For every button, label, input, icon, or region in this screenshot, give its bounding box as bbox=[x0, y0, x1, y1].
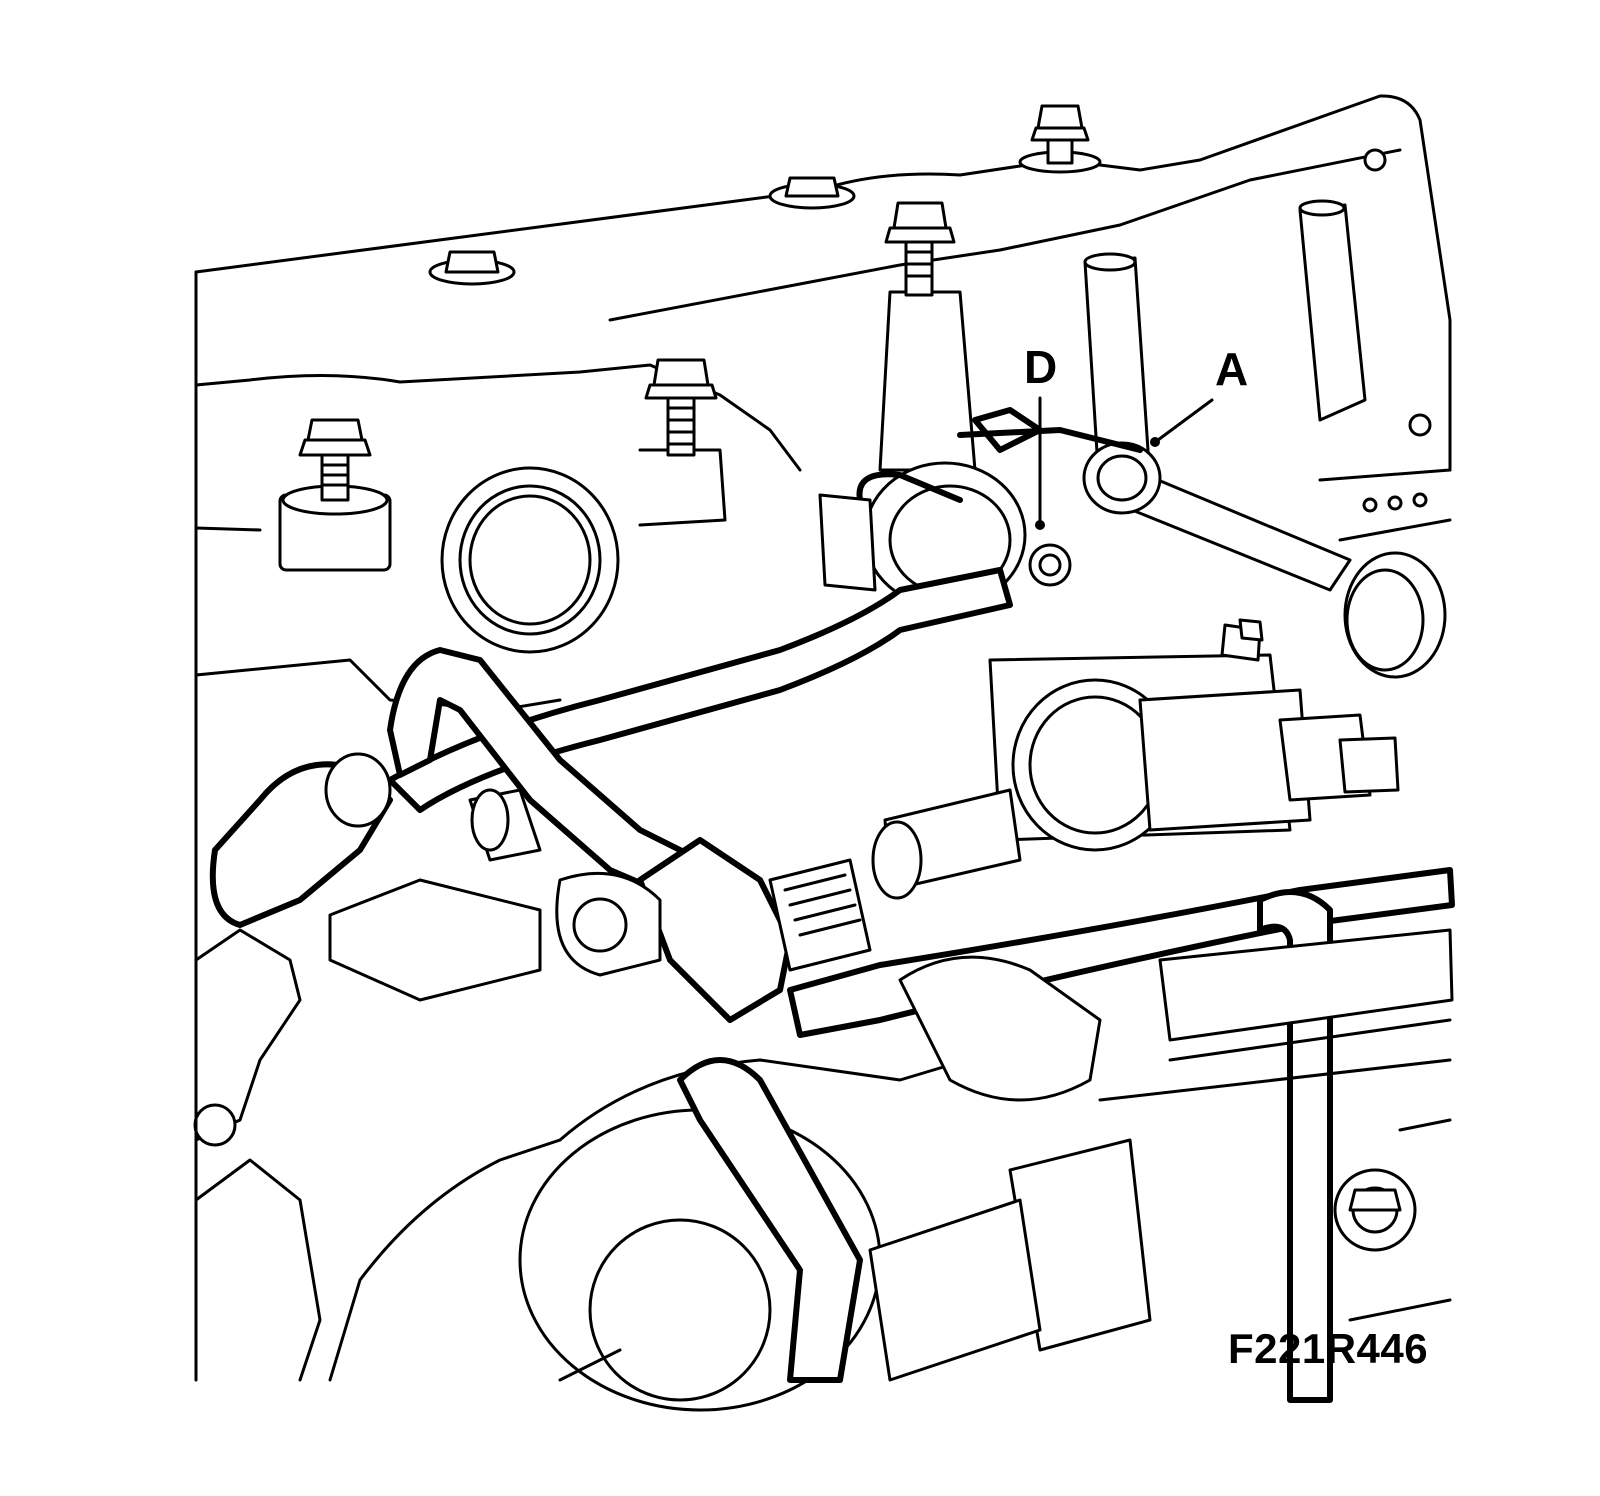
figure-id-code: F221R446 bbox=[1228, 1325, 1429, 1372]
cylinder-head-outline bbox=[194, 94, 1452, 712]
bolt-left-2 bbox=[638, 358, 727, 527]
bolt-center bbox=[878, 201, 977, 472]
vacuum-solenoid bbox=[871, 653, 1400, 900]
lower-engine-parts bbox=[193, 270, 1454, 1412]
bolt-top-2 bbox=[768, 176, 856, 210]
bolt-left-1 bbox=[278, 418, 392, 572]
vacuum-rod bbox=[957, 427, 1447, 679]
connector-block bbox=[555, 858, 872, 977]
bolt-top-3 bbox=[1018, 104, 1102, 174]
callout-label-d: D bbox=[1024, 341, 1058, 393]
bracket-posts bbox=[1083, 148, 1432, 513]
vacuum-hoses bbox=[209, 567, 1455, 1403]
round-port bbox=[440, 466, 620, 654]
callout-leaders bbox=[1035, 396, 1214, 530]
bolt-top-1 bbox=[428, 250, 516, 286]
callout-label-a: A bbox=[1215, 343, 1249, 395]
left-mount-block bbox=[328, 788, 542, 1002]
small-bolt-right bbox=[1220, 618, 1264, 662]
